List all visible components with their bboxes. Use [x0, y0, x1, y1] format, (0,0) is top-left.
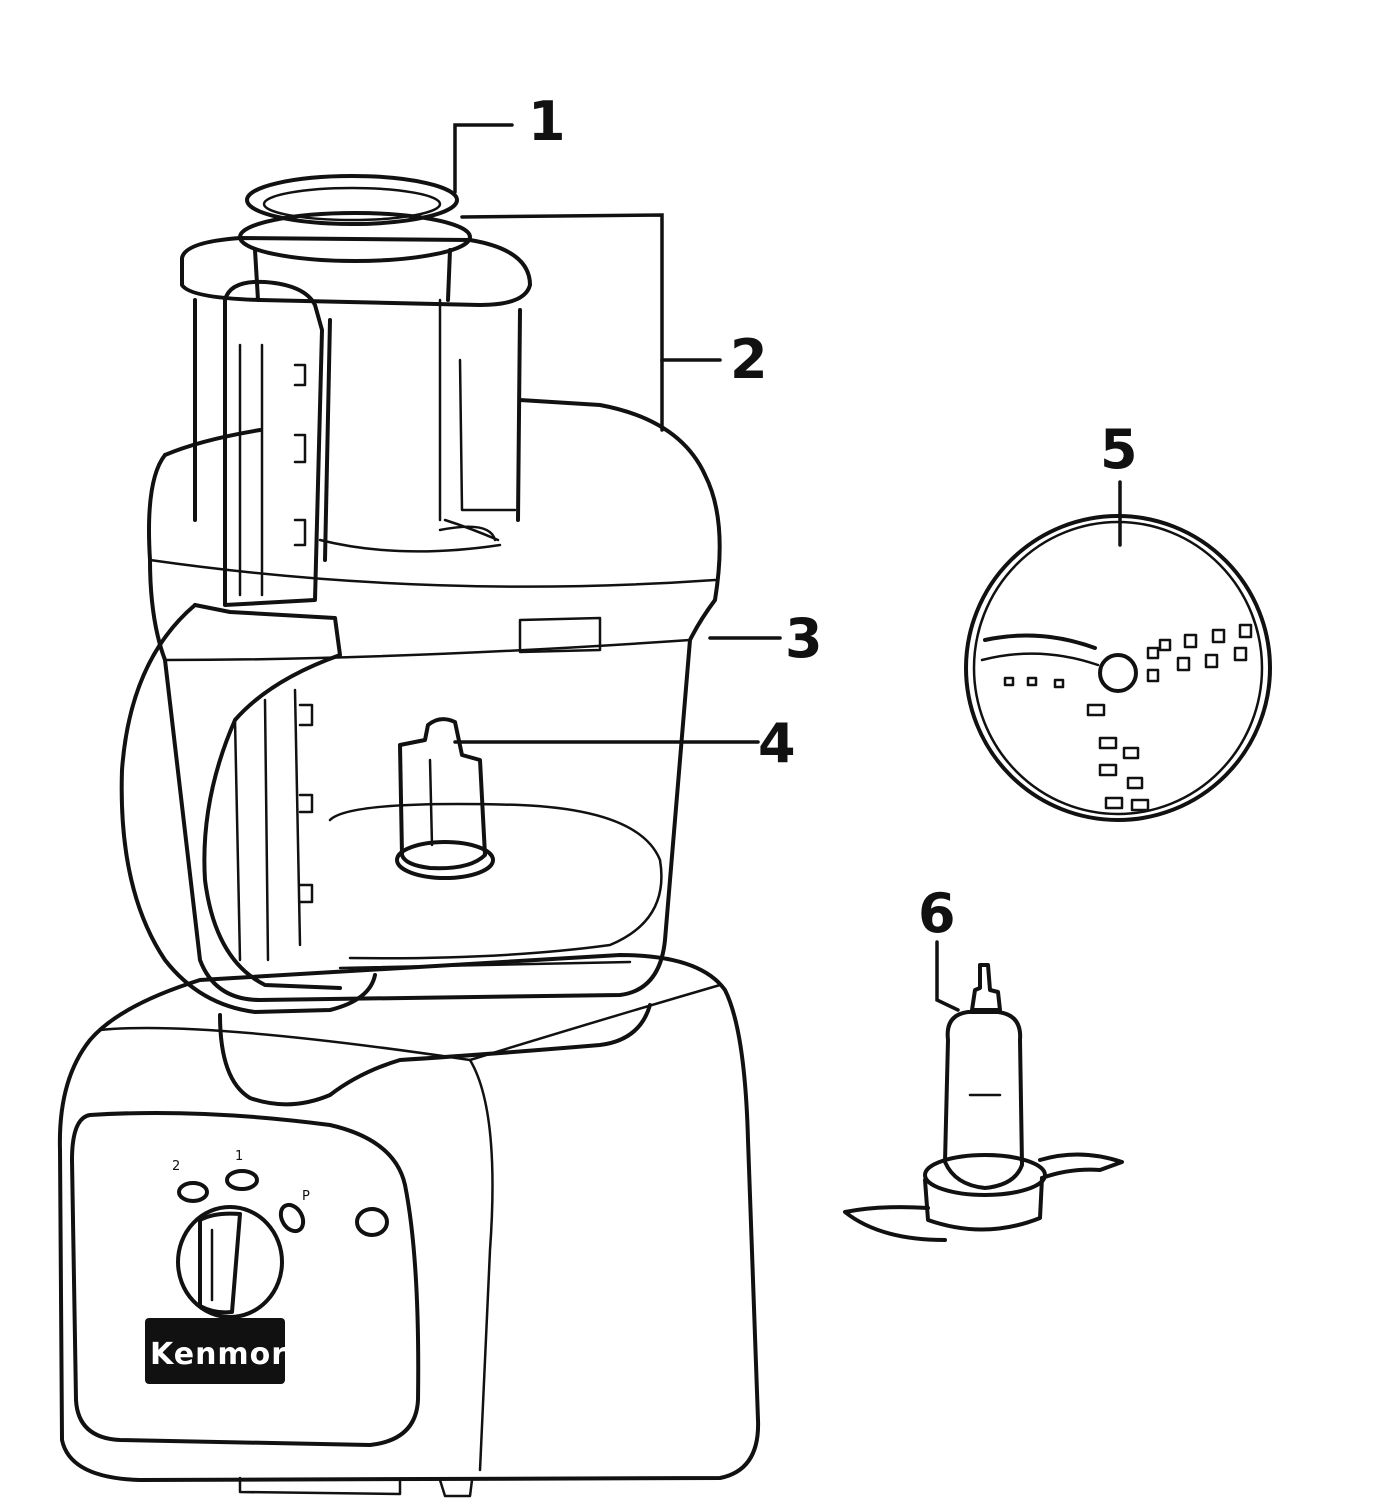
bowl-cover [163, 428, 502, 553]
callout-leaders [453, 123, 1122, 1012]
brand-logo-plate: Kenmore [145, 1318, 308, 1384]
motor-collar [218, 1003, 652, 1107]
small-pusher[interactable] [245, 174, 459, 226]
drive-shaft [395, 717, 495, 880]
callout-2: 2 [730, 328, 768, 391]
speed-button-2[interactable] [177, 1181, 209, 1203]
speed-label-1: 1 [235, 1149, 243, 1164]
control-panel: 2 1 P Kenmore [70, 1110, 421, 1447]
pulse-button[interactable] [276, 1201, 307, 1235]
large-pusher[interactable] [238, 211, 472, 522]
chopping-blade [843, 963, 1124, 1242]
speed-dial-knob[interactable] [176, 1205, 284, 1319]
brand-logo: Kenmore [150, 1337, 308, 1372]
speed-button-1[interactable] [225, 1169, 259, 1191]
bowl-handle[interactable] [119, 603, 377, 1014]
callout-labels: 1 2 3 4 5 6 [528, 90, 1138, 945]
callout-1: 1 [528, 90, 566, 153]
callout-5: 5 [1100, 418, 1138, 481]
work-bowl [147, 398, 722, 1002]
safety-interlock-column [223, 279, 324, 607]
slicing-shredding-disc [964, 514, 1272, 822]
power-indicator-light [355, 1207, 389, 1237]
motor-base [57, 953, 761, 1498]
speed-label-p: P [302, 1189, 310, 1204]
food-processor: 2 1 P Kenmore [57, 174, 761, 1498]
callout-4: 4 [758, 712, 796, 775]
speed-label-2: 2 [172, 1159, 180, 1174]
callout-3: 3 [785, 607, 823, 670]
feed-tube [180, 236, 532, 562]
callout-6: 6 [918, 882, 956, 945]
